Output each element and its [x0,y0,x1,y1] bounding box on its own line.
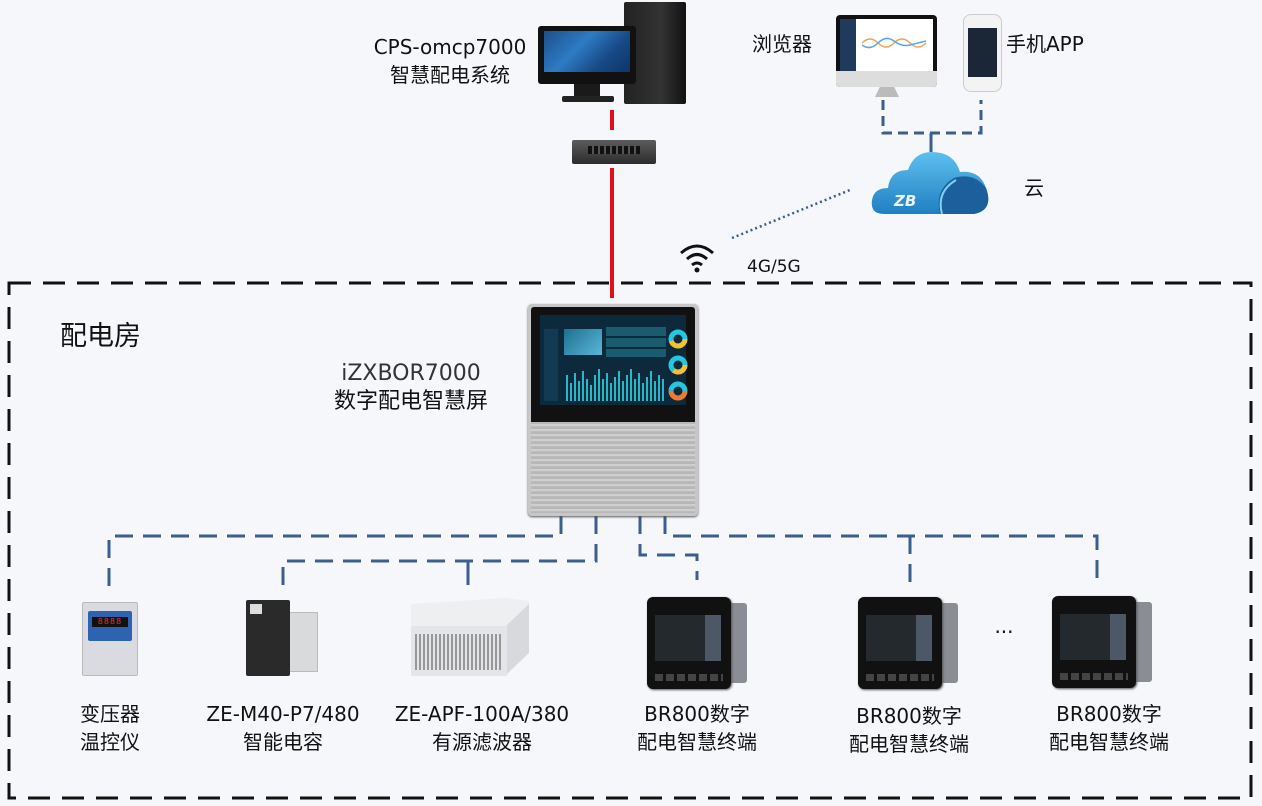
bus-line-terminal-1 [638,516,699,580]
device-label: 变压器 温控仪 [40,700,180,756]
wireless-link [731,188,851,240]
cloud-logo: ZB [893,192,916,210]
system-description: 智慧配电系统 [390,63,510,87]
system-name: CPS-omcp7000 [373,35,527,59]
distribution-room-title: 配电房 [60,321,141,352]
screen-donut-charts-icon [668,329,688,401]
cloud-icon: ZB [871,152,989,215]
device-name: BR800数字 [1056,702,1162,726]
meter-terminal-icon [647,597,747,689]
bus-line-terminals-2-3 [663,516,1099,583]
device-description: 智能电容 [243,730,323,754]
device-description: 配电智慧终端 [1049,730,1169,754]
device-name: ZE-APF-100A/380 [394,702,570,726]
active-filter-icon [405,598,533,676]
wifi-icon [680,244,714,273]
distribution-room-boundary [7,281,1253,800]
screen-bar-chart-icon [566,369,664,401]
wireless-label: 4G/5G [747,257,801,277]
more-terminals-ellipsis: ··· [994,620,1014,644]
smartphone-icon [963,14,1002,92]
meter-terminal-icon [858,597,958,689]
device-description: 配电智慧终端 [849,732,969,756]
device-name: BR800数字 [856,704,962,728]
cloud-label: 云 [1024,176,1044,200]
device-label: BR800数字 配电智慧终端 [1024,700,1194,756]
mobile-app-label: 手机APP [1006,32,1084,56]
bus-line-capacitor-apf [281,516,598,588]
network-switch-icon [572,140,656,164]
temperature-controller-icon: 8888 [82,602,138,676]
device-label: BR800数字 配电智慧终端 [824,702,994,758]
link-browser-cloud [881,100,983,135]
device-description: 配电智慧终端 [637,730,757,754]
device-description: 温控仪 [80,730,140,754]
smart-screen-description: 数字配电智慧屏 [333,389,488,414]
meter-terminal-icon [1052,596,1152,688]
device-description: 有源滤波器 [432,730,532,754]
smart-screen-device-icon [528,304,698,516]
bus-line-temp-controller [107,516,563,590]
smart-screen-label: iZXBOR7000 数字配电智慧屏 [318,360,504,416]
device-name: 变压器 [80,702,140,726]
smart-capacitor-icon [246,600,318,676]
device-label: BR800数字 配电智慧终端 [612,700,782,756]
device-name: BR800数字 [644,702,750,726]
device-label: ZE-M40-P7/480 智能电容 [196,700,370,756]
system-label: CPS-omcp7000 智慧配电系统 [366,33,534,89]
smart-screen-model: iZXBOR7000 [341,361,481,386]
device-label: ZE-APF-100A/380 有源滤波器 [384,700,580,756]
browser-label: 浏览器 [752,32,812,56]
device-name: ZE-M40-P7/480 [206,702,360,726]
